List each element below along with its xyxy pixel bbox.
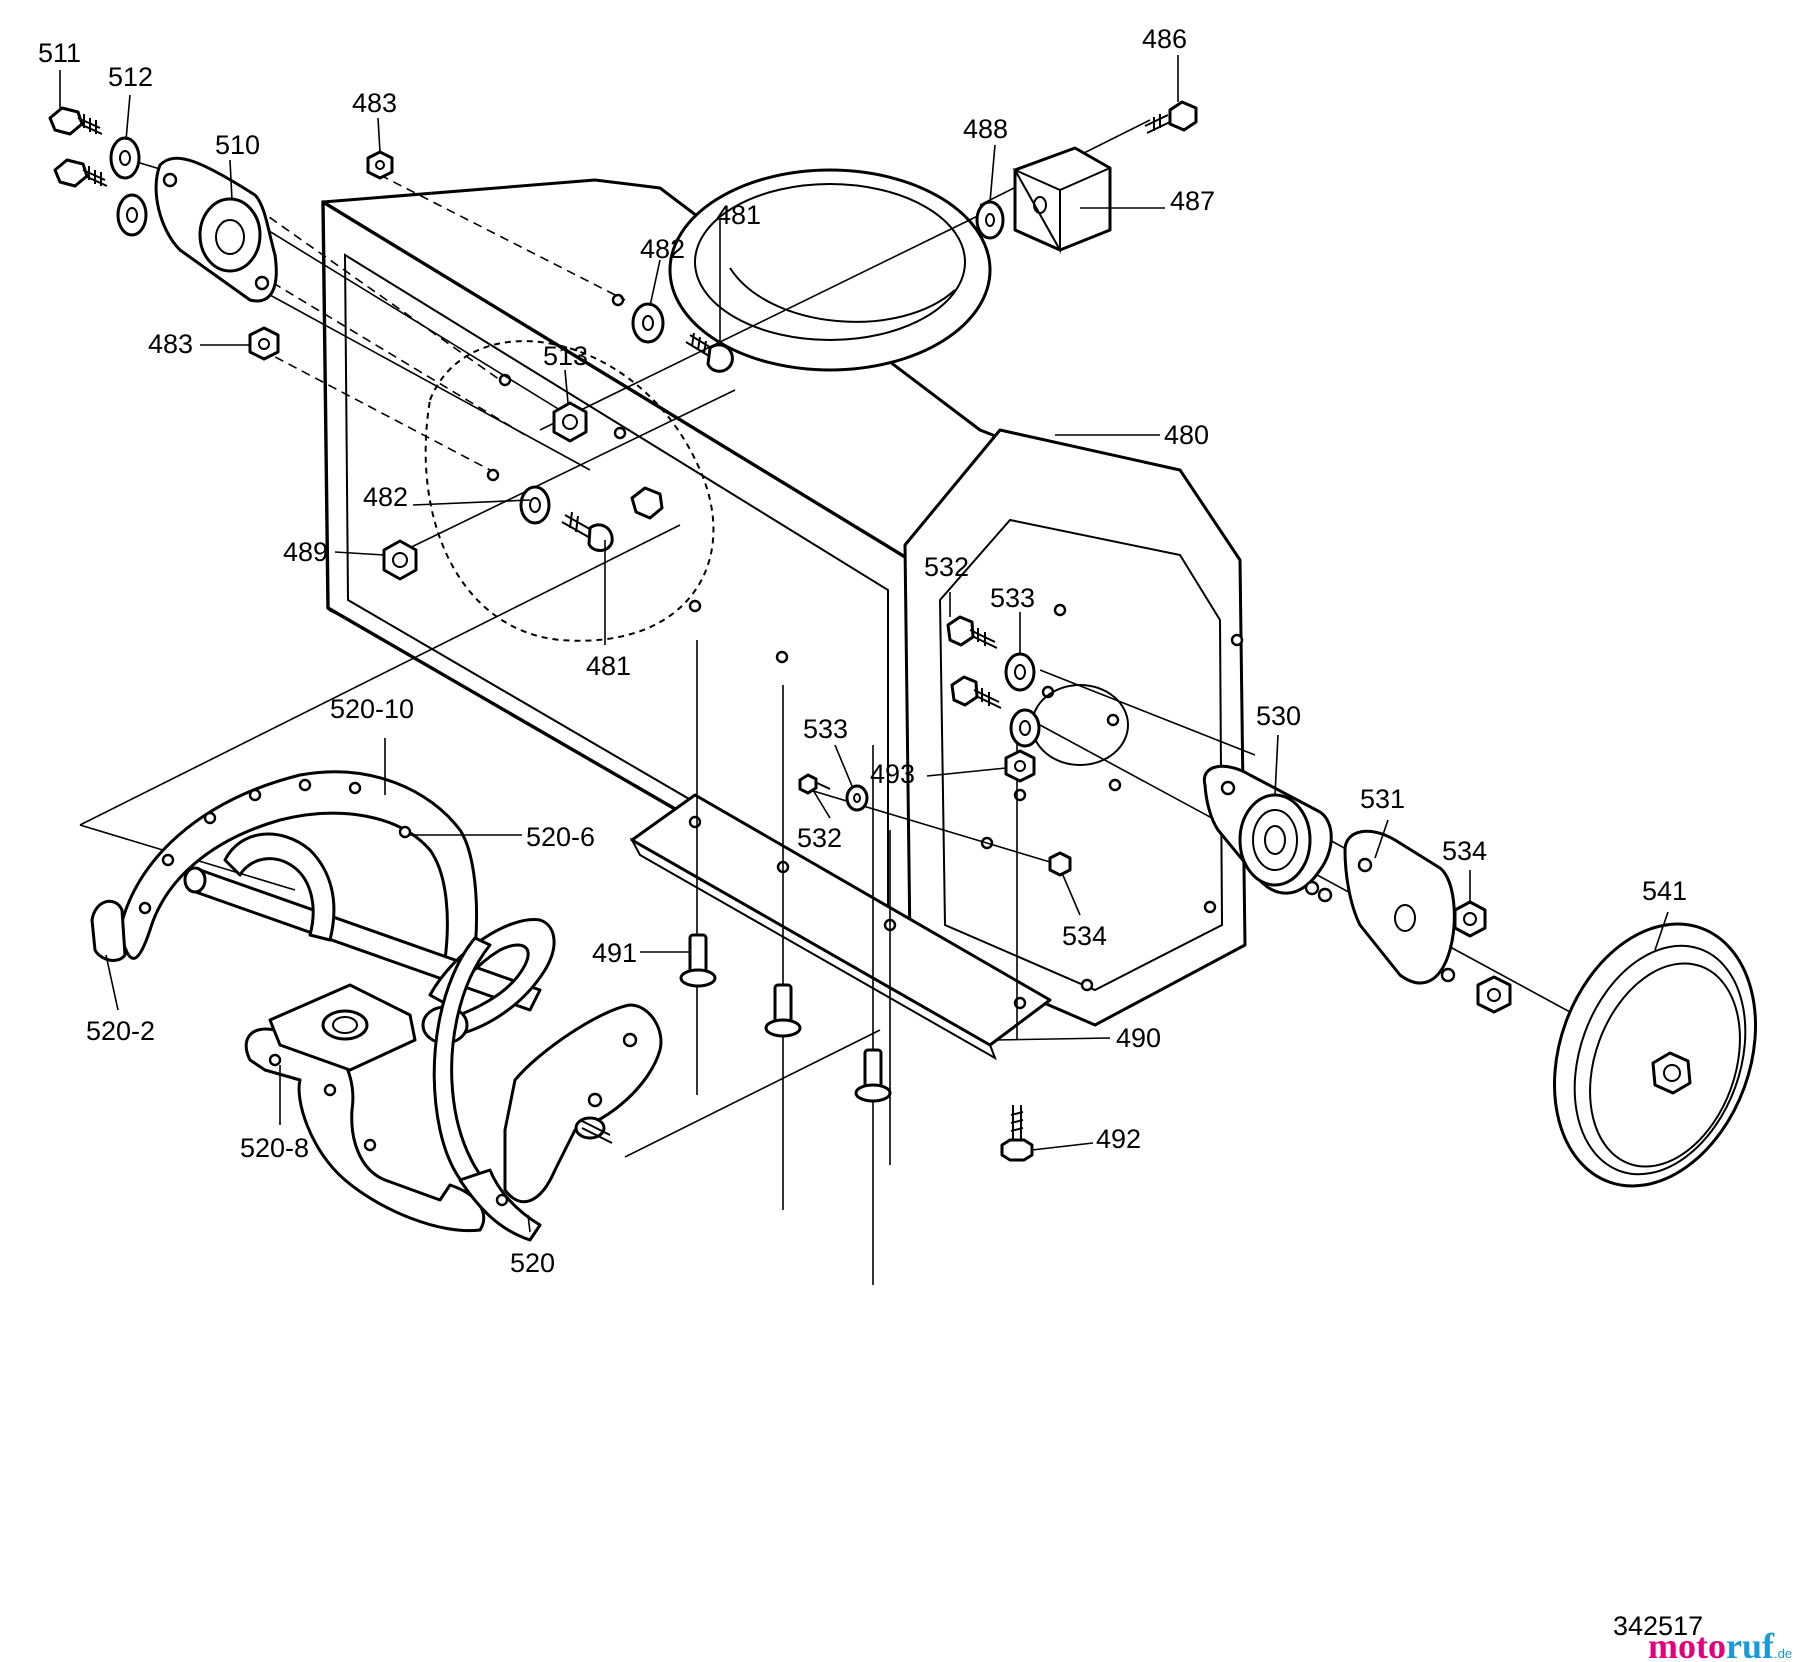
drawing-number: 342517 (1613, 1611, 1703, 1641)
carriage-bolts-491 (679, 933, 892, 1103)
svg-text:motoruf.de: motoruf.de (1648, 1626, 1792, 1662)
nuts-534 (1453, 900, 1512, 1014)
label-493: 493 (870, 759, 915, 789)
label-482-top: 482 (640, 234, 685, 264)
label-491: 491 (592, 938, 637, 968)
label-532-mid: 532 (797, 823, 842, 853)
nuts-483 (248, 150, 394, 361)
bearing-plate-531 (1317, 829, 1456, 985)
label-531: 531 (1360, 784, 1405, 814)
bolts-532 (798, 615, 1002, 795)
label-541: 541 (1642, 876, 1687, 906)
label-490: 490 (1116, 1023, 1161, 1053)
label-534-mid: 534 (1062, 921, 1107, 951)
auger-housing (321, 168, 1247, 1027)
label-534-right: 534 (1442, 836, 1487, 866)
label-510: 510 (215, 130, 260, 160)
label-482-left: 482 (363, 482, 408, 512)
label-480: 480 (1164, 420, 1209, 450)
label-513: 513 (543, 341, 588, 371)
label-520: 520 (510, 1248, 555, 1278)
washers-533 (845, 652, 1041, 812)
bolts-481 (561, 332, 734, 552)
label-486: 486 (1142, 24, 1187, 54)
leader-lines (59, 55, 1669, 1233)
label-512: 512 (108, 62, 153, 92)
nut-489 (382, 539, 418, 581)
label-483-left: 483 (148, 329, 193, 359)
bolt-486 (1144, 100, 1198, 134)
bearing-flange-510 (154, 156, 278, 303)
label-511: 511 (38, 38, 81, 68)
label-481-top: 481 (716, 200, 761, 230)
auger-assembly-520 (90, 770, 663, 1242)
nut-493 (1004, 749, 1036, 783)
label-532-top: 532 (924, 552, 969, 582)
chute-bracket-487 (1012, 146, 1112, 254)
washer-488 (975, 200, 1005, 240)
label-520-2: 520-2 (86, 1016, 155, 1046)
bolts-511 (48, 106, 108, 188)
label-488: 488 (963, 114, 1008, 144)
nut-513 (552, 401, 588, 443)
label-533-mid: 533 (803, 714, 848, 744)
label-487: 487 (1170, 186, 1215, 216)
bolt-492 (1000, 1105, 1034, 1162)
pulley-541 (1552, 922, 1758, 1188)
bearing-flange-530 (1202, 764, 1333, 896)
label-520-6: 520-6 (526, 822, 595, 852)
label-530: 530 (1256, 701, 1301, 731)
label-520-10: 520-10 (330, 694, 414, 724)
washers-512 (109, 136, 148, 237)
washers-482 (519, 302, 665, 525)
label-483-top: 483 (352, 88, 397, 118)
label-520-8: 520-8 (240, 1133, 309, 1163)
watermark-logo: motoruf.de (1648, 1626, 1792, 1662)
label-492: 492 (1096, 1124, 1141, 1154)
label-481-bottom: 481 (586, 651, 631, 681)
part-labels: 511 512 510 483 483 513 482 482 489 481 … (38, 24, 1687, 1278)
label-489: 489 (283, 537, 328, 567)
label-533-top: 533 (990, 583, 1035, 613)
nut-534-inner (1048, 851, 1072, 877)
scraper-bar (629, 793, 1052, 1061)
